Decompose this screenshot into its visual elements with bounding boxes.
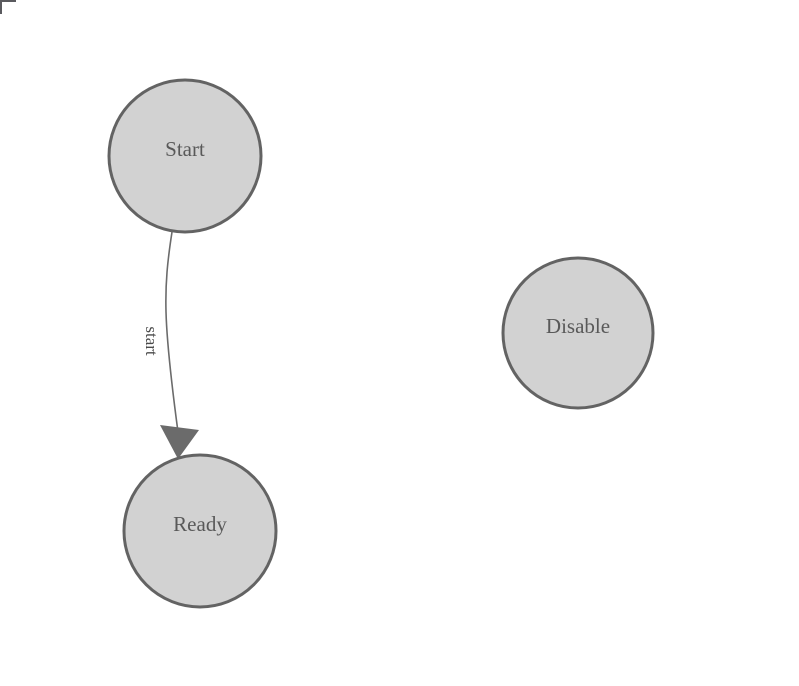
node-start[interactable]: Start	[107, 78, 263, 234]
arrowhead-icon	[160, 425, 199, 459]
node-disable-label: Disable	[546, 314, 610, 338]
node-disable[interactable]: Disable	[501, 256, 655, 410]
node-start-circle[interactable]	[107, 78, 263, 234]
node-ready-label: Ready	[173, 512, 227, 536]
node-disable-circle[interactable]	[501, 256, 655, 410]
edge-line	[165, 231, 179, 433]
node-ready-circle[interactable]	[122, 453, 278, 609]
edge-start-to-ready[interactable]: start	[142, 231, 199, 459]
node-ready[interactable]: Ready	[122, 453, 278, 609]
top-left-corner-mark	[0, 0, 16, 14]
node-start-label: Start	[165, 137, 205, 161]
edge-label-start: start	[142, 326, 161, 356]
